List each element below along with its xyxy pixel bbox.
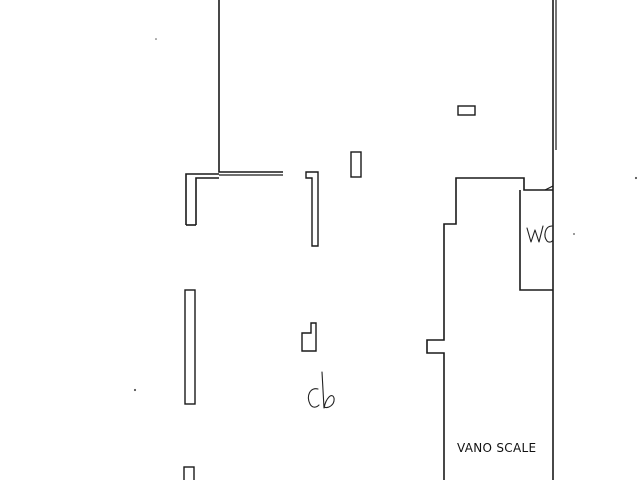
stairwell-label: VANO SCALE — [457, 441, 537, 455]
scan-specks — [133, 38, 638, 392]
upper-room-walls — [218, 0, 283, 176]
pillar-center — [350, 151, 362, 178]
wc-handwriting — [526, 225, 554, 243]
cb-label: cb — [306, 384, 323, 400]
upper-room-left-wall — [218, 0, 283, 173]
wc-door-mark — [544, 185, 554, 191]
left-wall-segment — [184, 289, 196, 405]
wc-enclosure-wall — [519, 190, 553, 291]
left-corner-outer — [185, 173, 219, 225]
central-l-wall — [305, 171, 319, 247]
left-corner-inner — [195, 177, 219, 225]
wc-label: WC — [524, 222, 549, 238]
left-corner-wall — [185, 173, 219, 226]
cb-handwriting — [307, 371, 335, 409]
stairwell-wall — [426, 177, 553, 480]
pillar-upper-right — [457, 105, 476, 116]
bottom-left-wall-stub — [183, 466, 195, 480]
small-l-pillar — [301, 322, 317, 352]
